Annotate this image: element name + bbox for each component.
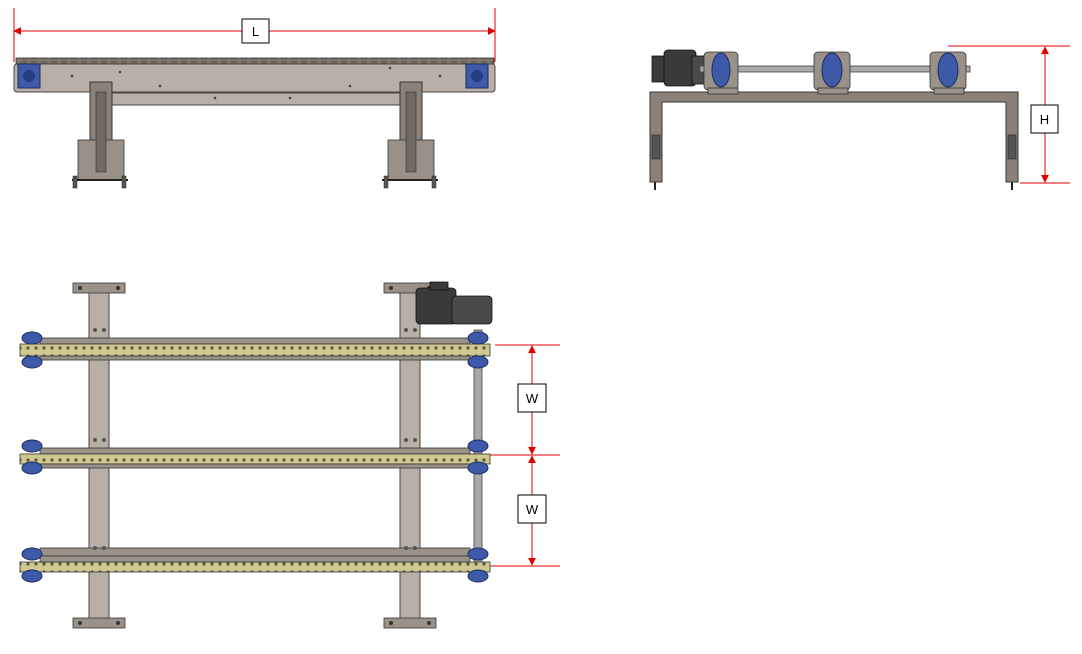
- sprocket-icon: [467, 439, 489, 453]
- length-label: L: [252, 24, 259, 39]
- conveyor-lane: [19, 331, 491, 369]
- height-label-box: [1030, 104, 1059, 134]
- conveyor-beam: [13, 63, 496, 93]
- sprocket-icon: [21, 439, 43, 453]
- side-view: L: [13, 8, 496, 189]
- width-label-1: W: [526, 391, 539, 406]
- chain-icon: [19, 561, 491, 573]
- end-frame: [649, 91, 1019, 183]
- sprocket-icon: [929, 51, 967, 91]
- gear-motor-icon: [651, 49, 705, 87]
- frame-leg-icon: [382, 81, 438, 189]
- frame-leg-icon: [72, 81, 128, 189]
- sprocket-icon: [703, 51, 739, 91]
- width-label-box-2: [517, 494, 547, 524]
- width-label-box-1: [517, 383, 547, 413]
- cross-rail: [94, 92, 416, 106]
- sprocket-icon: [21, 547, 43, 561]
- height-label: H: [1040, 112, 1049, 127]
- end-view: H: [649, 45, 1070, 190]
- top-view: W W: [19, 281, 560, 629]
- sprocket-icon: [467, 547, 489, 561]
- gear-motor-icon: [415, 281, 493, 325]
- conveyor-lane: [19, 547, 491, 583]
- chain-icon: [19, 343, 491, 357]
- length-label-box: [241, 18, 270, 44]
- sprocket-icon: [21, 331, 43, 345]
- chain-icon: [19, 453, 491, 465]
- conveyor-lane: [19, 439, 491, 475]
- sprocket-icon: [813, 51, 851, 91]
- sprocket-icon: [467, 331, 489, 345]
- width-label-2: W: [526, 502, 539, 517]
